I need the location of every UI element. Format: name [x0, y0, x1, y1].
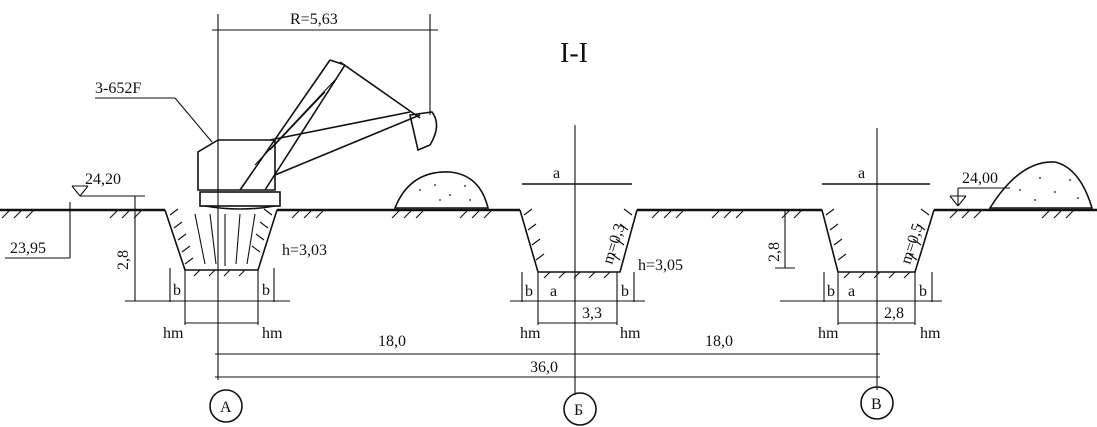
soil-heap-right: [988, 161, 1094, 209]
level-right-top: 24,00: [962, 170, 998, 187]
level-left-top: 24,20: [85, 171, 121, 188]
trench-1-hm-left: hm: [163, 325, 184, 342]
section-label: I-I: [560, 38, 588, 69]
ground-hatching: [1, 209, 1075, 219]
trench-2-hm-left: hm: [520, 325, 541, 342]
trench-2: a m=0,3 h=3,05 b a b 3,3 hm hm: [510, 165, 683, 342]
trench-2-top-label: a: [553, 165, 560, 182]
excavator: [197, 59, 438, 210]
axis-bubble-v: В: [860, 386, 894, 420]
span-1-label: 18,0: [378, 333, 406, 350]
axis-lines: [574, 125, 878, 395]
axis-a-label: А: [220, 399, 232, 416]
trench-1-b-right: b: [262, 282, 270, 299]
trench-3-slope: m=0,5: [898, 222, 927, 267]
axis-v-label: В: [871, 396, 882, 413]
trench-2-b-left: b: [525, 283, 533, 300]
span-2-label: 18,0: [705, 333, 733, 350]
level-marks: [5, 185, 1010, 259]
radius-dimension: [212, 14, 438, 380]
trench-1-hm-right: hm: [262, 325, 283, 342]
trench-2-width: 3,3: [582, 305, 602, 322]
overall-dimension-lines: [215, 353, 880, 378]
soil-heap-right-dots: [1019, 177, 1079, 201]
axis-bubble-b: Б: [563, 392, 597, 426]
trench-2-slope: m=0,3: [600, 222, 629, 267]
trench-1-b-left: b: [173, 282, 181, 299]
trench-2-hm-right: hm: [620, 325, 641, 342]
axis-bubble-a: А: [209, 389, 243, 423]
trench-3: a 2,8 m=0,5 b a b 2,8 hm hm: [766, 165, 942, 342]
trench-3-hm-left: hm: [818, 325, 839, 342]
trench-3-hm-right: hm: [920, 325, 941, 342]
excavator-model-label: 3-652F: [95, 80, 141, 97]
trench-2-h: h=3,05: [638, 257, 683, 274]
trench-3-top-label: a: [858, 165, 865, 182]
trench-1-depth: 2,8: [115, 250, 132, 270]
trench-3-bottom-label: a: [848, 283, 855, 300]
trench-3-width: 2,8: [884, 305, 904, 322]
trench-1-h: h=3,03: [282, 242, 327, 259]
soil-heap-left-dots: [419, 184, 471, 201]
total-span-label: 36,0: [530, 359, 558, 376]
model-label-leader: [95, 97, 213, 143]
trench-3-depth: 2,8: [766, 242, 783, 262]
trench-2-bottom-label: a: [550, 283, 557, 300]
axis-b-label: Б: [574, 402, 583, 419]
trench-3-b-left: b: [827, 283, 835, 300]
trench-1: 2,8 h=3,03 b b hm hm: [115, 195, 327, 342]
trench-3-b-right: b: [919, 283, 927, 300]
trench-2-b-right: b: [621, 283, 629, 300]
level-left-bottom: 23,95: [10, 240, 46, 257]
soil-heap-left: [393, 171, 490, 209]
radius-label: R=5,63: [290, 11, 338, 28]
